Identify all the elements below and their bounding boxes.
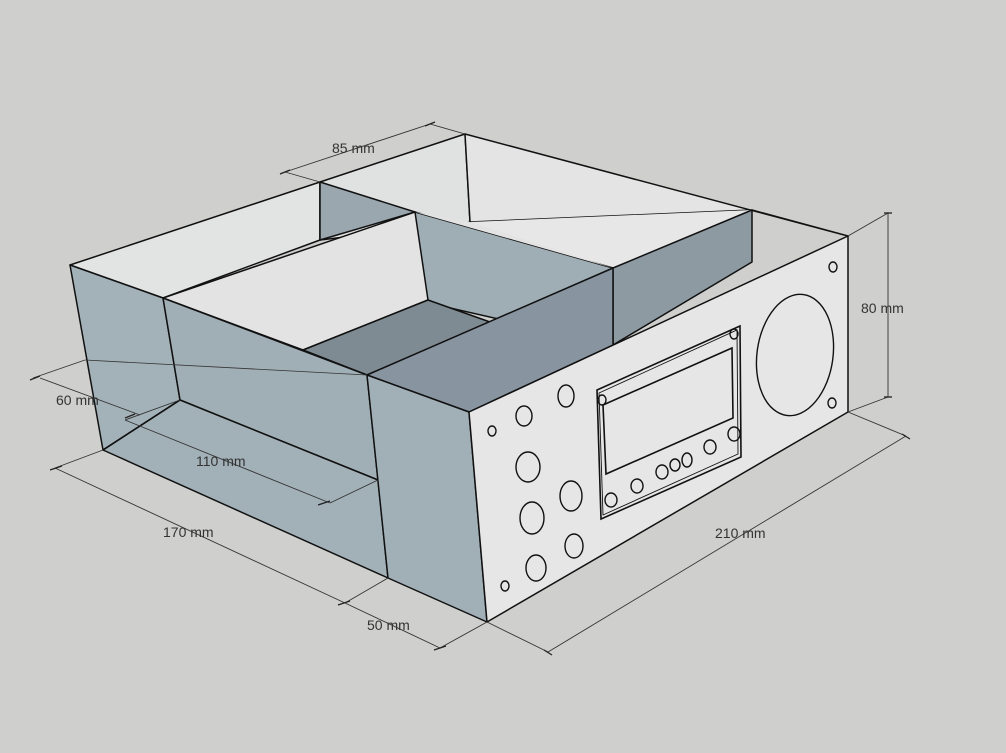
dim-label-170: 170 mm [163,524,214,540]
dim-ext-line [847,212,889,237]
dim-ext-line [54,449,104,469]
knob-hole [525,554,547,582]
dim-ext-line [344,577,389,604]
mount-hole [487,425,497,437]
knob-hole [515,405,533,427]
dim-tick [543,649,553,656]
speaker-cutout [755,293,835,417]
knob-hole [559,480,583,512]
dim-line-85 [284,123,431,173]
dim-tick [424,121,436,127]
display-module-outline-inner [598,329,739,516]
mount-hole [828,261,838,273]
dim-line-50 [344,602,441,649]
display-button-hole [604,492,618,508]
dim-line-110 [124,419,331,504]
dim-ext-line [124,399,181,421]
knob-hole [519,501,545,535]
dim-tick [337,600,351,606]
dim-label-110: 110 mm [196,453,246,469]
construction-line [102,399,181,451]
knob-hole [564,533,584,559]
dim-tick [433,645,447,651]
display-button-hole [727,426,741,442]
display-button-hole [681,452,693,468]
display-button-hole [703,439,717,455]
dim-ext-line [847,396,889,413]
display-button-hole [655,464,669,480]
dim-ext-line [847,411,907,437]
display-screw-hole [597,394,607,406]
display-window [602,346,734,476]
dim-tick [29,375,41,381]
rear-partition-face [319,181,416,241]
display-module-outline [596,324,742,521]
dim-ext-line [429,123,466,135]
dim-ext-line [284,171,321,183]
knob-hole [557,384,575,408]
mount-hole [827,397,837,409]
dim-tick [49,465,63,471]
dim-label-50: 50 mm [367,617,410,633]
dim-line-210 [547,435,907,653]
mount-hole [500,580,510,592]
dim-tick [317,500,331,506]
dim-tick [124,413,136,419]
dim-label-80: 80 mm [861,300,904,316]
dim-label-85: 85 mm [332,140,375,156]
dim-tick [901,433,911,440]
dim-ext-line [329,479,379,504]
enclosure-box [69,133,849,623]
construction-line [84,359,368,376]
dim-tick [279,169,291,175]
dim-line-60 [32,359,86,379]
knob-hole [515,451,541,483]
dim-ext-line [486,621,549,653]
dim-label-60: 60 mm [56,392,99,408]
display-button-hole [630,478,644,494]
dim-ext-line [439,621,488,649]
dimension-annotations: 85 mm 80 mm 60 mm 110 mm 170 mm 210 mm 5… [29,121,911,656]
rear-compartment-divider-shade [415,212,613,268]
front-panel-cutouts [487,261,838,592]
dim-label-210: 210 mm [715,525,766,541]
display-button-hole [669,458,681,472]
dim-line-170 [54,467,346,604]
display-screw-hole [729,328,739,340]
dim-line-60-b [39,377,141,416]
